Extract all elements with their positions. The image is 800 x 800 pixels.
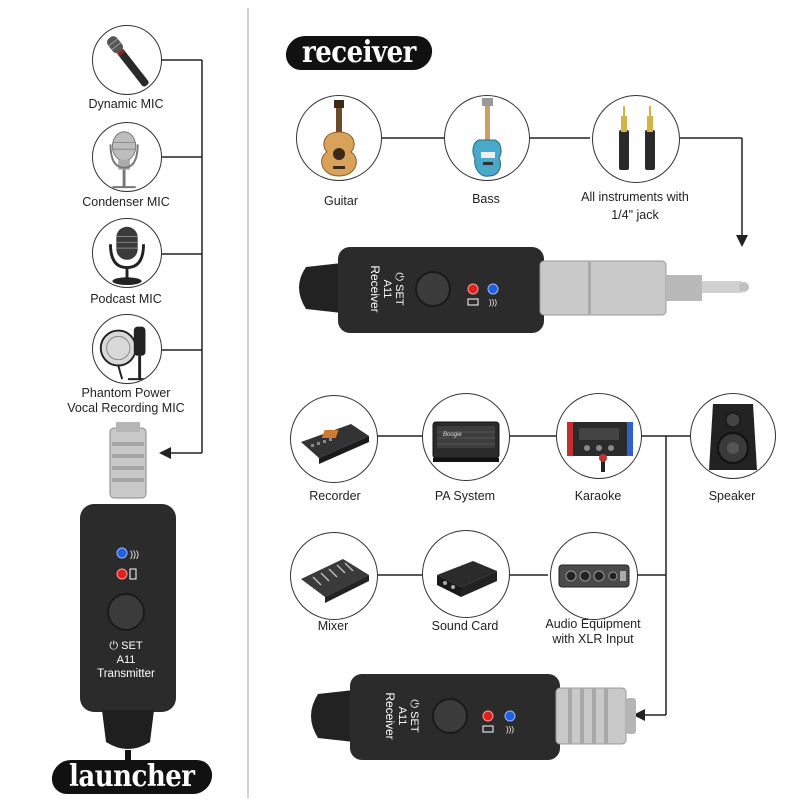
guitar-label: Guitar [323,194,359,208]
sound-card-icon [422,530,510,618]
pa-system-icon: Boogie [422,393,510,481]
phantom-mic-label-line2: Vocal Recording MIC [67,401,185,415]
condenser-mic-label: Condenser MIC [82,195,170,209]
audio-equipment-label-line1: Audio Equipment [545,617,641,631]
bass-label: Bass [472,192,500,206]
pa-brand-label: Boogie [443,432,462,438]
audio-equipment-label-line2: with XLR Input [552,632,634,646]
receiver-top-device: ))) ⏻ SET A11 Receiver [299,247,749,333]
receiver-top-set-label: ⏻ SET [393,272,405,305]
receiver-banner: receiver [284,36,434,70]
receiver-top-name-label: Receiver [368,265,382,312]
transmitter-set-label: ⏻ SET [109,640,142,652]
mixer-icon [290,532,378,620]
dynamic-mic-icon [92,25,162,95]
condenser-mic-icon [92,122,162,192]
audio-equipment-icon [550,532,638,620]
receiver-top-blue-led [487,283,499,295]
mixer-label: Mixer [317,619,349,633]
podcast-mic-icon [92,218,162,288]
speaker-icon [690,393,776,479]
transmitter-name-label: Transmitter [97,668,155,680]
transmitter-blue-led [116,547,128,559]
sound-card-label: Sound Card [431,619,499,633]
receiver-bottom-device: ))) ⏻ SET A11 Receiver [311,674,636,760]
jack-cable-icon [592,95,680,183]
receiver-bottom-blue-led [504,710,516,722]
karaoke-icon [556,393,642,479]
phantom-mic-label-line1: Phantom Power [81,386,171,400]
receiver-bottom-name-label: Receiver [383,692,397,739]
podcast-mic-label: Podcast MIC [90,292,162,306]
jack-label-line1: All instruments with [581,190,689,204]
recorder-icon [290,395,378,483]
phantom-mic-icon [92,314,162,384]
dynamic-mic-label: Dynamic MIC [88,97,164,111]
launcher-banner: launcher [50,760,214,794]
svg-text:))): ))) [506,725,514,734]
receiver-bottom-set-button[interactable] [432,698,468,734]
transmitter-model-label: A11 [117,654,136,666]
transmitter-device: ))) ⏻ SET A11 Transmitter [80,422,176,765]
recorder-label: Recorder [309,489,361,503]
guitar-icon [296,95,382,181]
karaoke-label: Karaoke [574,489,622,503]
transmitter-set-button[interactable] [107,593,145,631]
pa-system-label: PA System [434,489,496,503]
receiver-top-red-led [467,283,479,295]
svg-text:))): ))) [130,549,139,559]
receiver-bottom-red-led [482,710,494,722]
svg-text:))): ))) [489,298,497,307]
receiver-top-set-button[interactable] [415,271,451,307]
transmitter-red-led [116,568,128,580]
jack-label-line2: 1/4" jack [611,208,659,222]
receiver-bottom-model-label: A11 [396,707,408,726]
bass-icon [444,95,530,181]
speaker-label: Speaker [708,489,756,503]
receiver-top-model-label: A11 [381,280,393,299]
receiver-bottom-set-label: ⏻ SET [408,699,420,732]
